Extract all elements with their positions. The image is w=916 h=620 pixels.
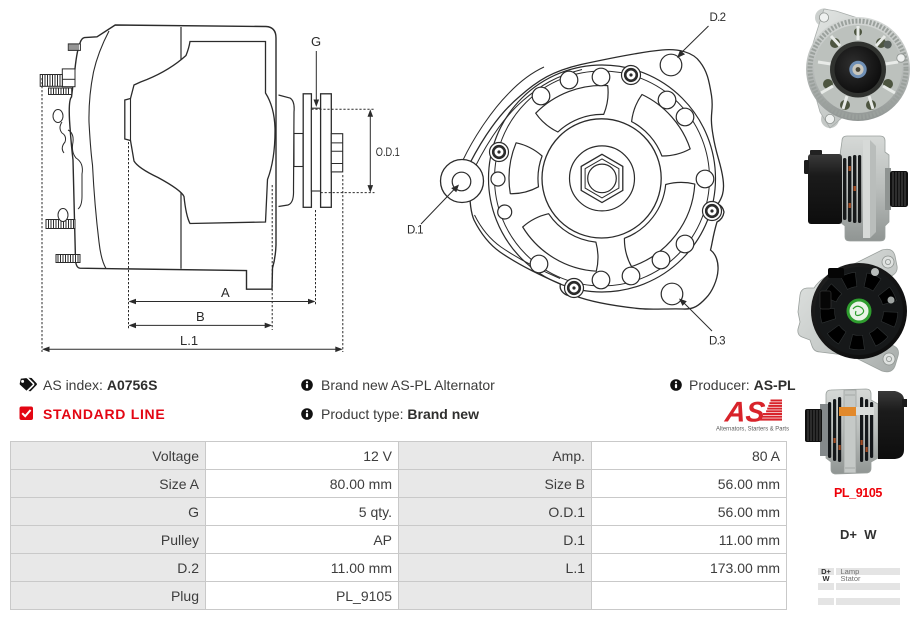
svg-text:D.2: D.2 xyxy=(710,12,727,24)
svg-text:L.1: L.1 xyxy=(180,333,198,348)
svg-text:B: B xyxy=(196,309,205,324)
svg-text:AS: AS xyxy=(723,397,767,429)
svg-text:O.D.1: O.D.1 xyxy=(376,147,400,159)
svg-text:G: G xyxy=(311,34,321,49)
svg-text:D.3: D.3 xyxy=(709,336,726,348)
svg-text:D.1: D.1 xyxy=(407,225,424,237)
svg-text:A: A xyxy=(221,285,230,300)
svg-text:Alternators, Starters & Parts: Alternators, Starters & Parts xyxy=(716,426,789,433)
